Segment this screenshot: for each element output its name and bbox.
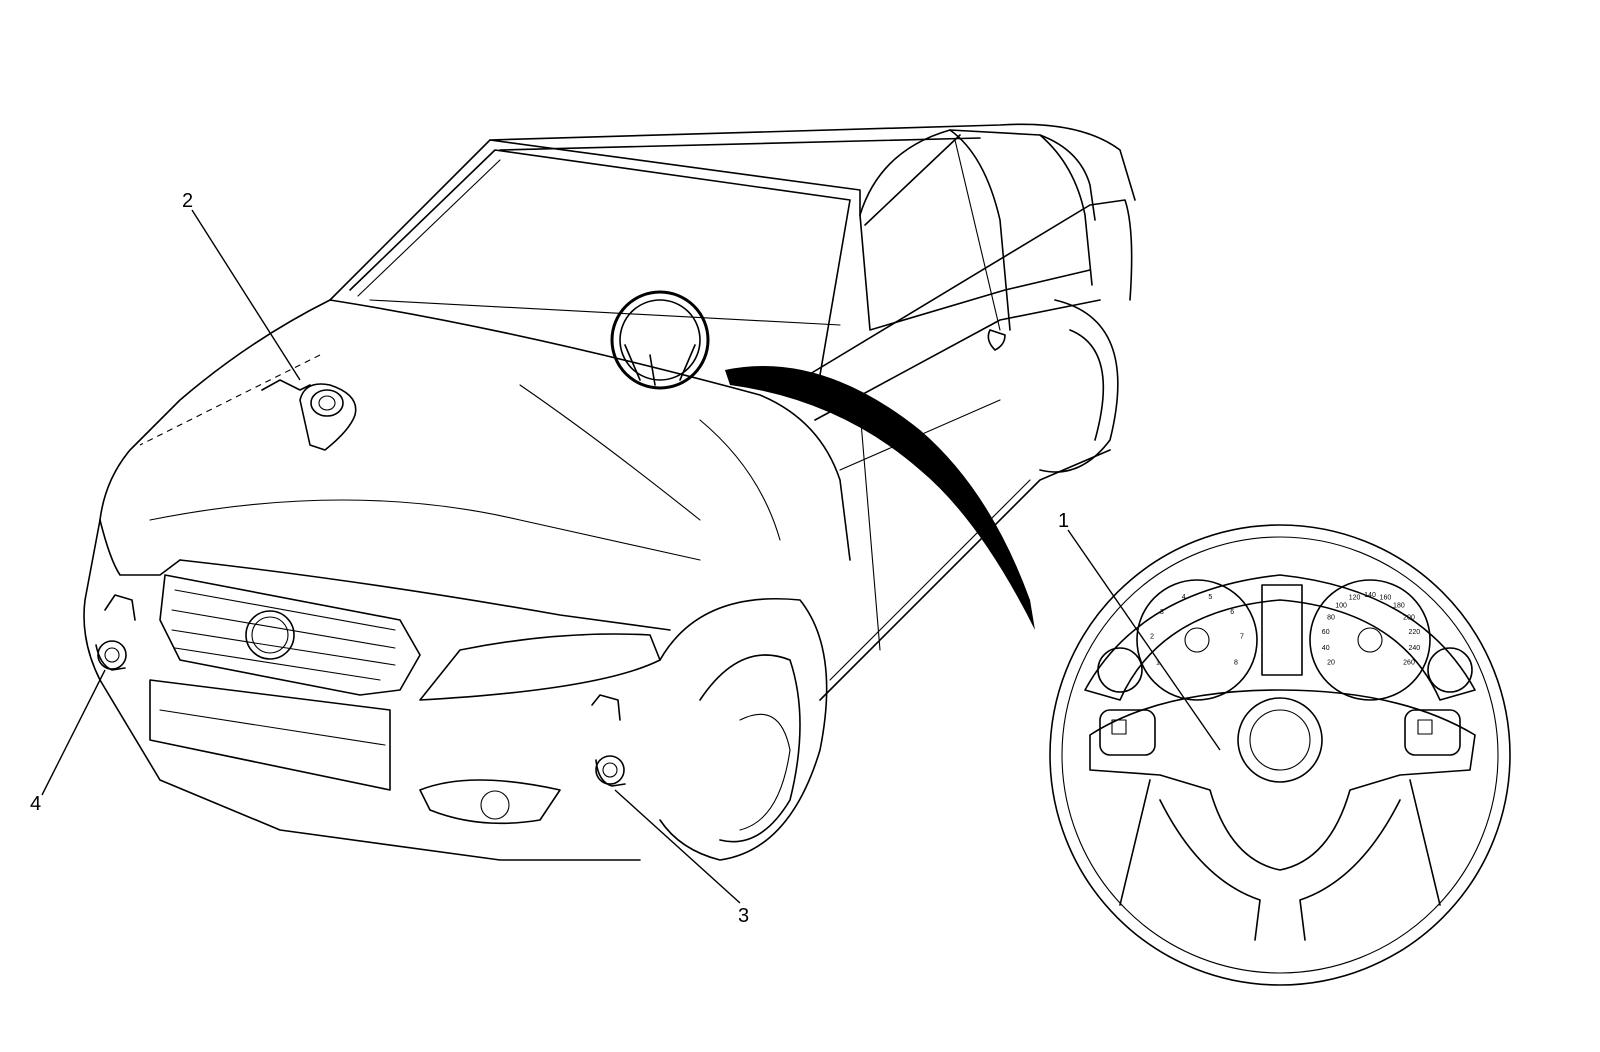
leader-3 xyxy=(614,789,741,904)
tach-tick-3: 4 xyxy=(1182,594,1186,601)
tach-tick-7: 8 xyxy=(1234,660,1238,667)
horn-4 xyxy=(95,594,136,671)
tach-tick-4: 5 xyxy=(1208,594,1212,601)
vehicle-illustration xyxy=(83,123,1136,861)
horn-3 xyxy=(591,694,626,787)
horn-2 xyxy=(261,379,357,451)
speedometer xyxy=(1309,579,1431,701)
leader-lines xyxy=(41,209,1221,904)
speedo-tick-11: 240 xyxy=(1408,645,1420,652)
leader-4 xyxy=(41,669,106,796)
pointer-swoosh xyxy=(725,366,1035,630)
leader-2 xyxy=(191,209,301,381)
callout-3: 3 xyxy=(738,905,749,927)
speedo-tick-1: 40 xyxy=(1322,645,1330,652)
tach-tick-6: 7 xyxy=(1240,634,1244,641)
tach-tick-0: 1 xyxy=(1156,660,1160,667)
speedo-tick-2: 60 xyxy=(1322,629,1330,636)
tachometer xyxy=(1136,579,1258,701)
speedo-tick-0: 20 xyxy=(1327,660,1335,667)
speedo-tick-4: 100 xyxy=(1335,603,1347,610)
callout-1: 1 xyxy=(1058,510,1069,532)
right-switch-pad xyxy=(1404,709,1461,756)
speedo-tick-3: 80 xyxy=(1327,615,1335,622)
cabin-steering-wheel xyxy=(610,290,710,390)
speedo-tick-10: 220 xyxy=(1408,629,1420,636)
callout-2: 2 xyxy=(182,190,193,212)
speedo-tick-12: 260 xyxy=(1403,660,1415,667)
temp-gauge xyxy=(1427,647,1473,693)
tach-tick-labels: 1 2 3 4 5 6 7 8 xyxy=(1150,594,1244,667)
speedo-tick-6: 140 xyxy=(1364,592,1376,599)
tach-tick-2: 3 xyxy=(1160,609,1164,616)
speedo-tick-7: 160 xyxy=(1380,595,1392,602)
fuel-gauge xyxy=(1097,647,1143,693)
speedo-tick-8: 180 xyxy=(1393,603,1405,610)
speedo-tick-9: 200 xyxy=(1403,615,1415,622)
callout-4: 4 xyxy=(30,793,41,815)
leader-1 xyxy=(1067,529,1221,751)
tach-tick-1: 2 xyxy=(1150,634,1154,641)
speedo-tick-5: 120 xyxy=(1349,595,1361,602)
tach-tick-5: 6 xyxy=(1230,609,1234,616)
left-switch-pad xyxy=(1099,709,1156,756)
